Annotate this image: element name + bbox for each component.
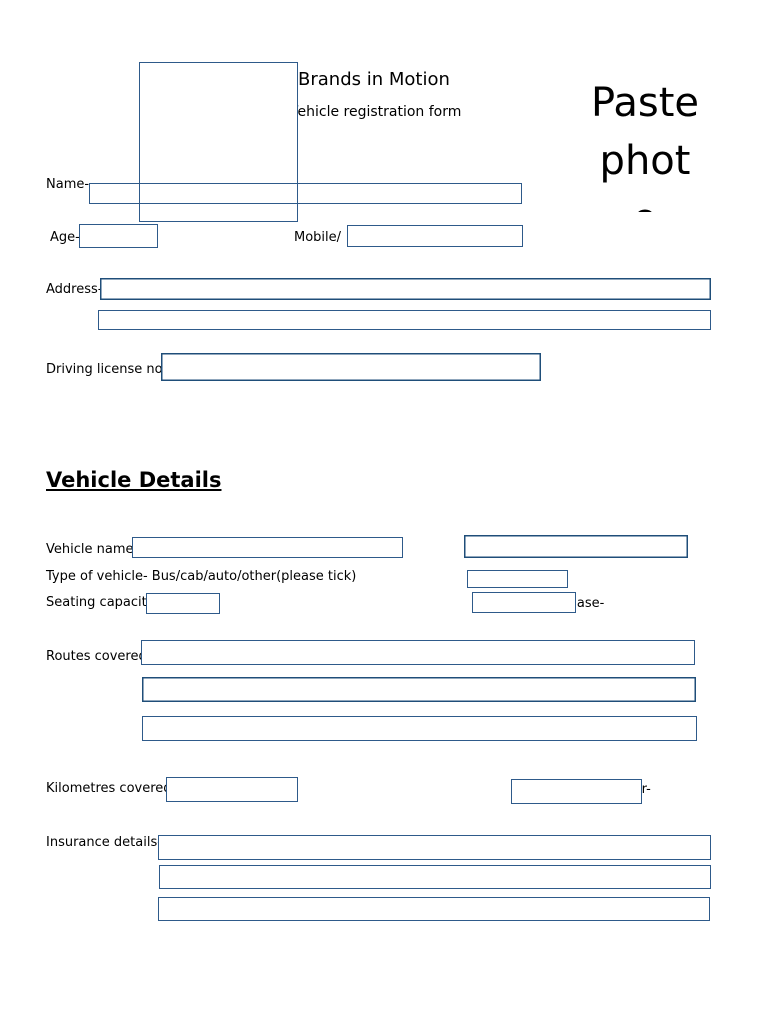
address-line-1-field[interactable]: [100, 278, 711, 300]
routes-label: Routes covered-: [46, 649, 152, 664]
km-right-field[interactable]: [511, 779, 642, 804]
routes-line-2-field[interactable]: [142, 677, 696, 702]
vehicle-section-title: Vehicle Details: [46, 468, 222, 492]
vehicle-name-label: Vehicle name-: [46, 542, 139, 557]
photo-placeholder-text: Paste photo: [591, 80, 699, 212]
age-label: Age-: [50, 230, 80, 245]
base-field[interactable]: [472, 592, 576, 613]
form-title: Brands in Motion: [298, 69, 450, 90]
routes-line-3-field[interactable]: [142, 716, 697, 741]
base-label: Base-: [568, 596, 605, 611]
vehicle-number-field[interactable]: [464, 535, 688, 558]
logo-box-inner: [139, 62, 298, 183]
name-field[interactable]: [89, 183, 522, 204]
mobile-field[interactable]: [347, 225, 523, 247]
address-label: Address-: [46, 282, 103, 297]
insurance-line-3-field[interactable]: [158, 897, 710, 921]
insurance-line-1-field[interactable]: [158, 835, 711, 860]
vehicle-name-field[interactable]: [132, 537, 403, 558]
name-label: Name-: [46, 177, 90, 192]
form-subtitle: Vehicle registration form: [289, 104, 462, 120]
routes-line-1-field[interactable]: [141, 640, 695, 665]
license-label: Driving license no-: [46, 362, 168, 377]
address-line-2-field[interactable]: [98, 310, 711, 330]
vehicle-type-label: Type of vehicle- Bus/cab/auto/other(plea…: [46, 569, 357, 584]
vehicle-type-field[interactable]: [467, 570, 568, 588]
mobile-label: Mobile/: [294, 230, 342, 245]
age-field[interactable]: [79, 224, 158, 248]
seating-field[interactable]: [146, 593, 220, 614]
license-field[interactable]: [161, 353, 541, 381]
insurance-label: Insurance details-: [46, 835, 162, 850]
km-field[interactable]: [166, 777, 298, 802]
km-label: Kilometres covered-: [46, 781, 177, 796]
insurance-line-2-field[interactable]: [159, 865, 711, 889]
seating-label: Seating capacity-: [46, 595, 159, 610]
